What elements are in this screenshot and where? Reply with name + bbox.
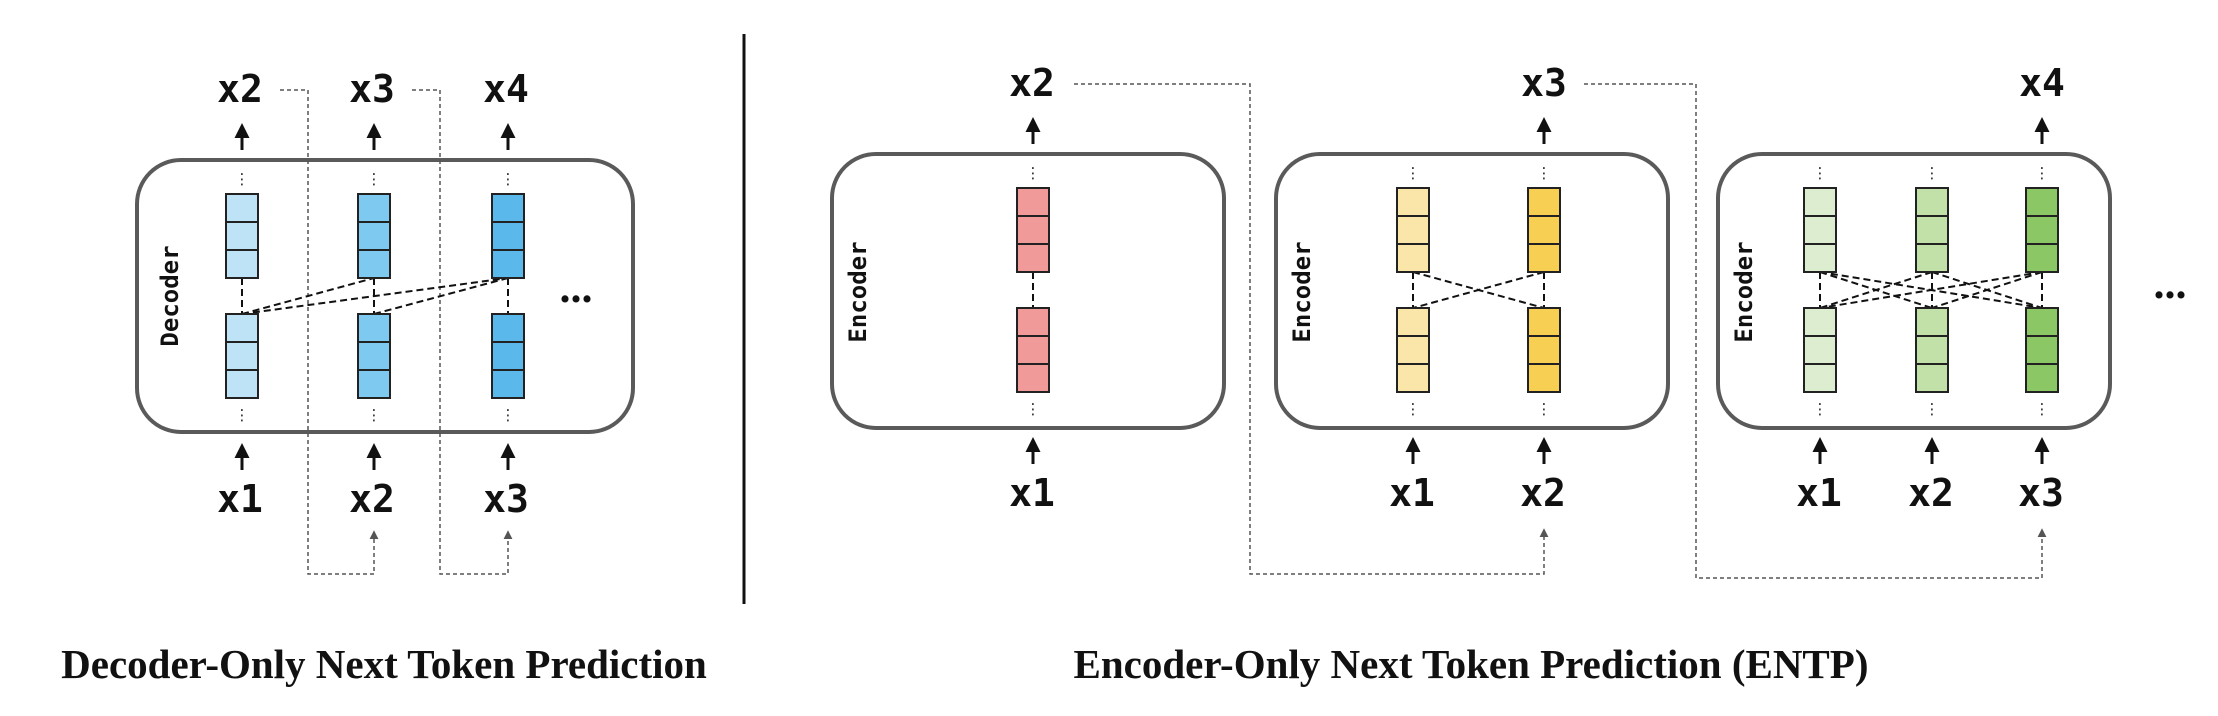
vdots: ⋮ [1813, 400, 1828, 418]
decoder-block-label: Decoder [156, 245, 184, 346]
cell-stack [1915, 307, 1949, 393]
output-token: x2 [1009, 61, 1055, 105]
attention-lines [1819, 271, 2043, 309]
cell-stack [1396, 187, 1430, 273]
encoder-feedback-lines [1074, 83, 2047, 579]
cell-stack [491, 313, 525, 399]
decoder-feedback-lines [280, 89, 513, 575]
vdots: ⋮ [235, 170, 250, 188]
encoder-block-3: Encoder ⋮ ⋮ ⋮ ⋮ ⋮ ⋮ [1716, 61, 2112, 515]
vdots: ⋮ [235, 406, 250, 424]
input-token: x2 [1908, 471, 1954, 515]
cell-stack [2025, 307, 2059, 393]
vdots: ⋮ [1406, 164, 1421, 182]
vdots: ⋮ [501, 170, 516, 188]
encoder-block-2: Encoder ⋮ ⋮ ⋮ ⋮ x3 x1 x2 [1274, 61, 1670, 515]
cell-stack [1527, 307, 1561, 393]
vdots: ⋮ [1026, 164, 1041, 182]
cell-stack [1016, 187, 1050, 273]
input-token: x1 [217, 477, 263, 521]
input-token: x3 [2018, 471, 2064, 515]
vdots: ⋮ [1026, 400, 1041, 418]
decoder-cells-upper [225, 193, 525, 279]
feedback-line-x2 [1074, 83, 1549, 575]
output-token: x2 [217, 67, 263, 111]
feedback-line-x3 [1584, 83, 2047, 579]
vdots: ⋮ [367, 406, 382, 424]
vdots: ⋮ [367, 170, 382, 188]
vdots: ⋮ [1537, 164, 1552, 182]
cell-stack [357, 193, 391, 279]
decoder-block [135, 158, 635, 434]
input-token: x2 [349, 477, 395, 521]
vdots: ⋮ [501, 406, 516, 424]
cell-stack [357, 313, 391, 399]
output-token: x4 [2019, 61, 2065, 105]
output-token: x3 [1521, 61, 1567, 105]
decoder-cells-lower [225, 313, 525, 399]
decoder-arrows [234, 123, 516, 470]
cell-stack [1915, 187, 1949, 273]
cell-stack [1803, 307, 1837, 393]
feedback-line-x3 [412, 89, 513, 575]
cell-stack [1527, 187, 1561, 273]
cell-stack [1016, 307, 1050, 393]
encoder-block-label: Encoder [844, 241, 872, 342]
vdots: ⋮ [1537, 400, 1552, 418]
ellipsis: ... [2154, 259, 2187, 308]
vdots: ⋮ [2035, 164, 2050, 182]
cell-stack [1803, 187, 1837, 273]
ellipsis: ... [560, 263, 593, 312]
encoder-panel: Encoder ⋮ ⋮ x2 x1 Encoder ⋮ [830, 61, 2187, 687]
cell-stack [225, 313, 259, 399]
cell-stack [1396, 307, 1430, 393]
output-token: x4 [483, 67, 529, 111]
decoder-vdots: ⋮ ⋮ ⋮ ⋮ ⋮ ⋮ [235, 170, 516, 424]
vdots: ⋮ [1406, 400, 1421, 418]
feedback-line-x2 [280, 89, 379, 575]
encoder-block-1: Encoder ⋮ ⋮ x2 x1 [830, 61, 1226, 515]
input-token: x1 [1389, 471, 1435, 515]
encoder-box [830, 152, 1226, 430]
input-token: x1 [1796, 471, 1842, 515]
output-token: x3 [349, 67, 395, 111]
decoder-caption: Decoder-Only Next Token Prediction [61, 641, 707, 687]
vdots: ⋮ [2035, 400, 2050, 418]
vdots: ⋮ [1925, 164, 1940, 182]
encoder-block-label: Encoder [1288, 241, 1316, 342]
cell-stack [491, 193, 525, 279]
vdots: ⋮ [1813, 164, 1828, 182]
vdots: ⋮ [1925, 400, 1940, 418]
cell-stack [225, 193, 259, 279]
attention-lines [1412, 271, 1545, 309]
encoder-caption: Encoder-Only Next Token Prediction (ENTP… [1074, 641, 1869, 687]
decoder-panel: Decoder ⋮ ⋮ ⋮ [61, 67, 707, 687]
encoder-box [1274, 152, 1670, 430]
decoder-attention-lines [241, 277, 509, 315]
encoder-box [1716, 152, 2112, 430]
input-token: x3 [483, 477, 529, 521]
input-token: x1 [1009, 471, 1055, 515]
encoder-block-label: Encoder [1730, 241, 1758, 342]
cell-stack [2025, 187, 2059, 273]
input-token: x2 [1520, 471, 1566, 515]
